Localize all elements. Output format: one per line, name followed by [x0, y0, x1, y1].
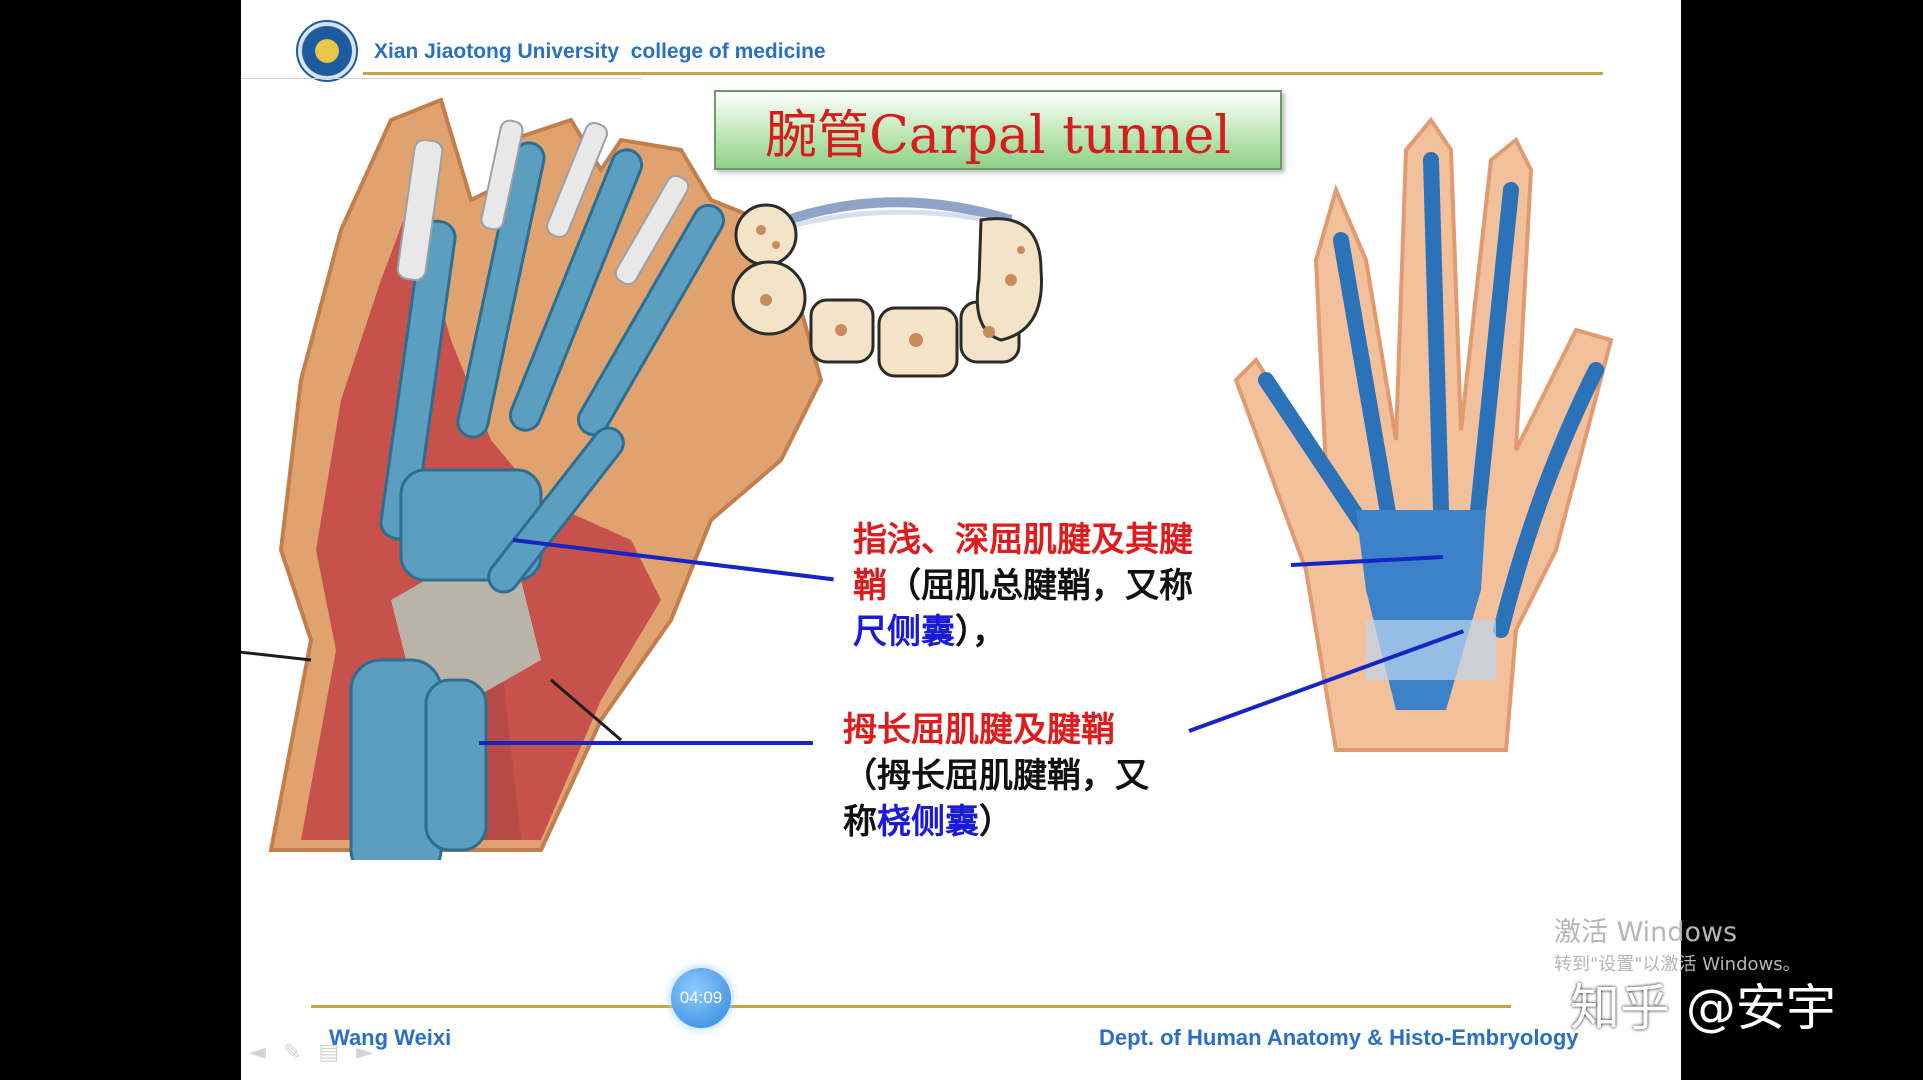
windows-activation-subtitle: 转到"设置"以激活 Windows。: [1554, 954, 1801, 975]
caption2-line3-end: ）: [979, 802, 1013, 842]
caption2-radial-bursa: 桡侧囊: [877, 802, 979, 842]
slideshow-nav-icons: ◄ ✎ ▤ ►: [249, 1040, 373, 1065]
caption1-line1: 指浅、深屈肌腱及其腱: [853, 520, 1193, 560]
video-time: 04:09: [679, 988, 723, 1007]
footer-rule: [311, 1005, 1511, 1008]
caption2-line2: （拇长屈肌腱鞘，又: [843, 756, 1149, 796]
university-name: Xian Jiaotong University college of medi…: [374, 40, 826, 63]
title-box: 腕管Carpal tunnel: [714, 90, 1282, 170]
caption1-ulnar-bursa: 尺侧囊: [853, 612, 955, 652]
zhihu-watermark: 知乎 @安宇: [1570, 979, 1836, 1037]
footer-author: Wang Weixi: [329, 1025, 452, 1050]
caption1-line2-black: （屈肌总腱鞘，又称: [887, 566, 1193, 606]
footer-department: Dept. of Human Anatomy & Histo-Embryolog…: [1099, 1025, 1579, 1050]
menu-icon[interactable]: ▤: [318, 1040, 340, 1065]
slide: Xian Jiaotong University college of medi…: [241, 0, 1681, 1080]
arrow-right-icon[interactable]: ►: [356, 1040, 374, 1065]
caption-pollicis-sheath: 拇长屈肌腱及腱鞘 （拇长屈肌腱鞘，又 称桡侧囊）: [843, 707, 1149, 845]
caption2-line1: 拇长屈肌腱及腱鞘: [843, 710, 1115, 750]
slide-title: 腕管Carpal tunnel: [765, 105, 1231, 166]
caption1-line2-red: 鞘: [853, 566, 887, 606]
left-hand-dissection-illustration: [241, 97, 824, 860]
carpal-tunnel-cross-section-diagram: [731, 197, 1043, 378]
pen-icon[interactable]: ✎: [282, 1040, 302, 1065]
leader-line-left-lower: [479, 741, 813, 745]
caption-flexor-sheath: 指浅、深屈肌腱及其腱 鞘（屈肌总腱鞘，又称 尺侧囊），: [853, 517, 1193, 655]
right-hand-tendon-sheath-illustration: [1233, 116, 1614, 752]
header-rule-thin: [241, 78, 641, 79]
arrow-left-icon[interactable]: ◄: [249, 1040, 266, 1065]
caption1-line3-black: ），: [955, 612, 1006, 652]
header-rule: [363, 72, 1603, 75]
video-timer-button[interactable]: 04:09: [671, 968, 731, 1028]
windows-activation-title: 激活 Windows: [1554, 917, 1738, 948]
caption2-line3-black: 称: [843, 802, 877, 842]
university-logo: [296, 20, 358, 82]
